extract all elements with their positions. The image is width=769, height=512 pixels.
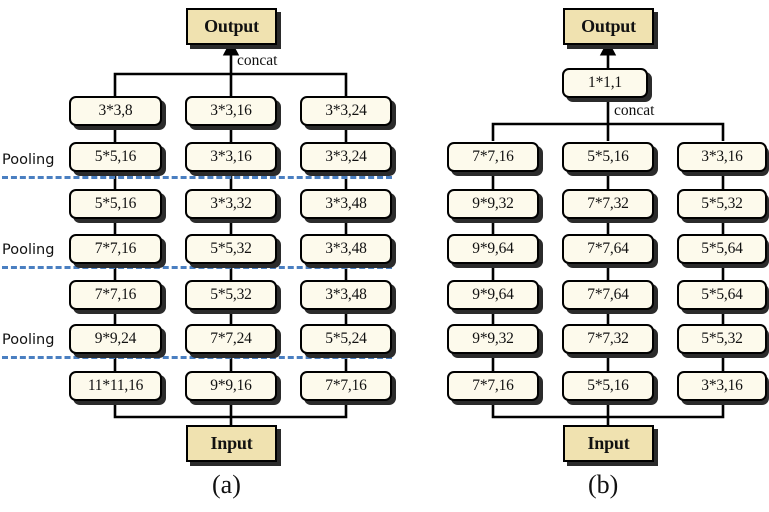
panel-a-col3-node-5[interactable]: 3*3,48 [300, 280, 392, 310]
panel-b-col1-node-6[interactable]: 7*7,16 [447, 371, 539, 401]
panel-a-col3-node-6[interactable]: 5*5,24 [300, 324, 392, 354]
panel-b-caption: (b) [588, 470, 619, 499]
panel-a-caption: (a) [212, 470, 241, 499]
panel-b-col3-node-2[interactable]: 5*5,32 [677, 189, 767, 219]
panel-b-col2-node-5[interactable]: 7*7,32 [562, 324, 654, 354]
panel-b-col1-node-2[interactable]: 9*9,32 [447, 189, 539, 219]
panel-b-col1-node-3[interactable]: 9*9,64 [447, 234, 539, 264]
panel-a-col2-node-2[interactable]: 3*3,16 [185, 142, 277, 172]
panel-b-input-node[interactable]: Input [563, 425, 654, 462]
panel-a-col1-node-4[interactable]: 7*7,16 [69, 234, 162, 264]
panel-a-col1-node-5[interactable]: 7*7,16 [69, 280, 162, 310]
panel-b-head-node[interactable]: 1*1,1 [562, 68, 648, 98]
panel-b-col1-node-4[interactable]: 9*9,64 [447, 280, 539, 310]
panel-a-col1-node-1[interactable]: 3*3,8 [69, 96, 162, 126]
panel-b-col2-node-4[interactable]: 7*7,64 [562, 280, 654, 310]
panel-a-concat-label: concat [237, 52, 278, 69]
panel-b-col3-node-4[interactable]: 5*5,64 [677, 280, 767, 310]
panel-b-col3-node-3[interactable]: 5*5,64 [677, 234, 767, 264]
panel-a-col1-node-6[interactable]: 9*9,24 [69, 324, 162, 354]
panel-a-col2-node-4[interactable]: 5*5,32 [185, 234, 277, 264]
panel-b-col2-node-1[interactable]: 5*5,16 [562, 142, 654, 172]
panel-a-output-node[interactable]: Output [186, 8, 277, 45]
panel-a-col2-node-6[interactable]: 7*7,24 [185, 324, 277, 354]
panel-a-col1-node-2[interactable]: 5*5,16 [69, 142, 162, 172]
panel-b-concat-label: concat [614, 102, 655, 119]
panel-b-col3-node-1[interactable]: 3*3,16 [677, 142, 767, 172]
panel-a-col3-node-3[interactable]: 3*3,48 [300, 189, 392, 219]
panel-a-col2-node-1[interactable]: 3*3,16 [185, 96, 277, 126]
panel-a-col2-node-3[interactable]: 3*3,32 [185, 189, 277, 219]
panel-b-col2-node-2[interactable]: 7*7,32 [562, 189, 654, 219]
panel-a-col1-node-7[interactable]: 11*11,16 [69, 371, 162, 401]
panel-a-col1-node-3[interactable]: 5*5,16 [69, 189, 162, 219]
panel-a-col3-node-4[interactable]: 3*3,48 [300, 234, 392, 264]
panel-b-output-node[interactable]: Output [563, 8, 654, 45]
pooling-label-2: Pooling [2, 242, 55, 258]
pooling-divider-1 [2, 176, 392, 179]
panel-a-col3-node-2[interactable]: 3*3,24 [300, 142, 392, 172]
panel-b-col1-node-1[interactable]: 7*7,16 [447, 142, 539, 172]
panel-b-col3-node-6[interactable]: 3*3,16 [677, 371, 767, 401]
pooling-label-1: Pooling [2, 152, 55, 168]
panel-a-col2-node-7[interactable]: 9*9,16 [185, 371, 277, 401]
panel-a-col2-node-5[interactable]: 5*5,32 [185, 280, 277, 310]
panel-b-col2-node-6[interactable]: 5*5,16 [562, 371, 654, 401]
panel-b-col1-node-5[interactable]: 9*9,32 [447, 324, 539, 354]
panel-b-col3-node-5[interactable]: 5*5,32 [677, 324, 767, 354]
panel-a-input-node[interactable]: Input [186, 425, 277, 462]
panel-b-col2-node-3[interactable]: 7*7,64 [562, 234, 654, 264]
pooling-label-3: Pooling [2, 332, 55, 348]
panel-a-col3-node-7[interactable]: 7*7,16 [300, 371, 392, 401]
panel-a-col3-node-1[interactable]: 3*3,24 [300, 96, 392, 126]
